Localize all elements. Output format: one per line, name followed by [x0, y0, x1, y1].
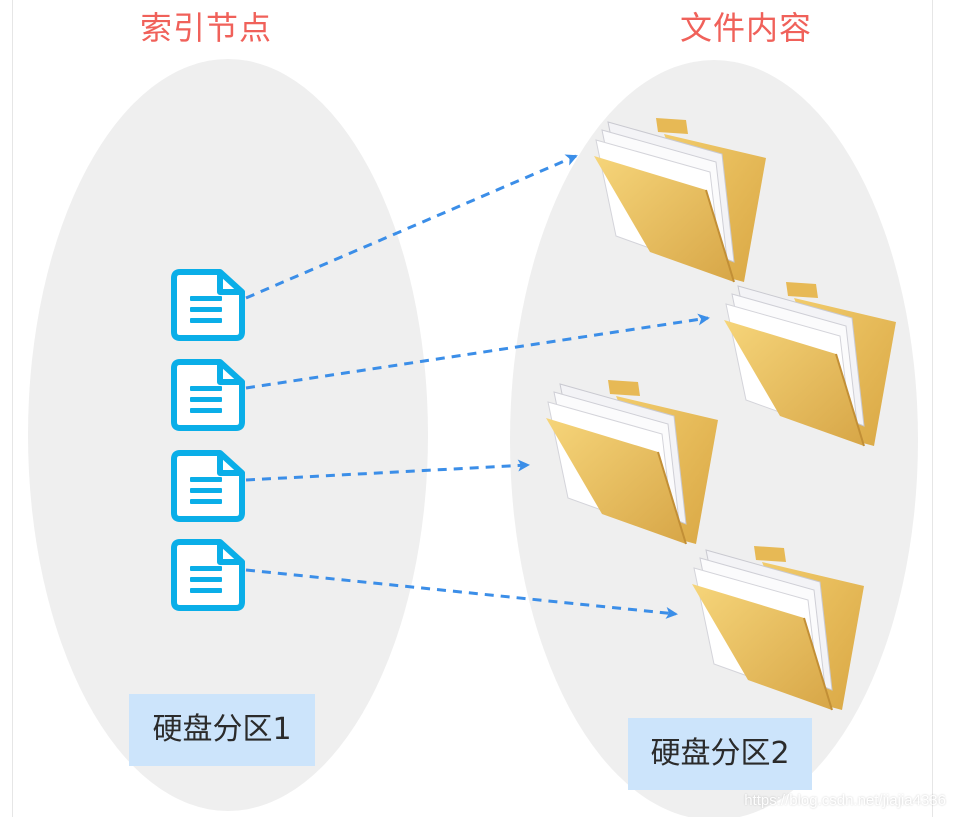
inode-group-title: 索引节点: [140, 9, 273, 47]
document-icon: [174, 542, 242, 608]
page-border-right: [932, 0, 933, 817]
document-icon: [174, 272, 242, 338]
document-icon: [174, 453, 242, 519]
inode-link-arrow: [245, 313, 710, 390]
disk-partition-1-area: [28, 59, 428, 811]
inode-link-arrow: [245, 568, 678, 619]
page-border-left: [12, 0, 13, 817]
watermark-text: https://blog.csdn.net/jiajia4336: [744, 792, 946, 809]
partition-label-2: 硬盘分区2: [628, 718, 812, 790]
file-content-group-title: 文件内容: [680, 9, 813, 47]
partition-label-1: 硬盘分区1: [129, 694, 315, 766]
inode-link-arrow: [245, 154, 578, 300]
document-icon: [174, 362, 242, 428]
